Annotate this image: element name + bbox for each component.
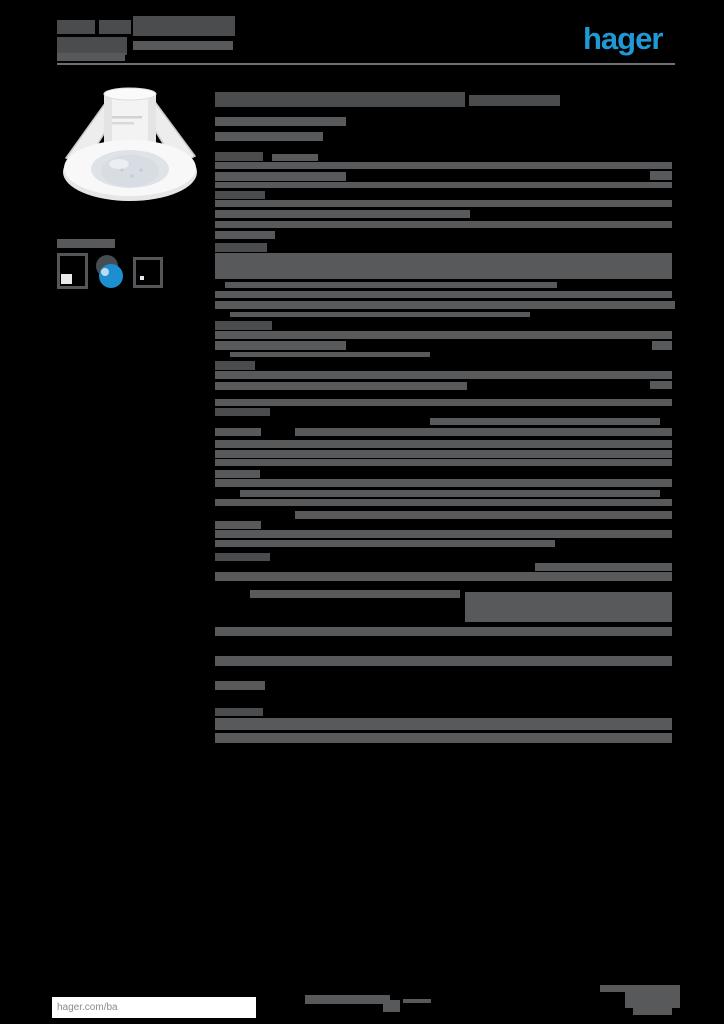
spec-row-bar — [215, 210, 470, 218]
header-line2-bold-bar — [57, 37, 127, 55]
spec-row-bar — [215, 450, 672, 458]
blue-sphere-icon — [96, 255, 123, 288]
product-title-tail-bar — [469, 95, 560, 106]
description-block-bar — [215, 718, 672, 730]
thumbnail-wiring-diagram — [133, 257, 163, 288]
spec-row-bar — [215, 440, 672, 448]
footer-url-box: hager.com/ba — [52, 997, 256, 1018]
spec-label-bar — [215, 681, 265, 690]
spec-row-bar — [295, 511, 672, 519]
spec-row-bar — [215, 162, 672, 169]
description-block-bar — [215, 733, 672, 743]
diagram-mark — [140, 276, 144, 280]
drawing-mark — [61, 274, 72, 284]
spec-row-bar — [240, 490, 660, 497]
header-ref-bar — [57, 20, 95, 34]
spec-label-bar — [215, 521, 261, 529]
spec-row-bar — [430, 418, 660, 425]
spec-row-bar — [215, 459, 672, 466]
spec-row-bar — [215, 200, 672, 207]
thumbnail-dimension-drawing — [57, 253, 88, 289]
spec-row-bar — [230, 312, 530, 317]
section-heading-bar — [215, 243, 267, 252]
header-product-name-bar — [133, 16, 235, 36]
footer-right-bar — [625, 992, 680, 1008]
spec-label-bar — [215, 152, 263, 161]
spec-row-bar — [230, 352, 430, 357]
spec-label-bar — [215, 428, 261, 436]
product-subtitle-bar — [215, 117, 346, 126]
footer-right-bar — [600, 985, 680, 992]
spec-row-bar — [215, 572, 672, 581]
pir-lens-dome — [101, 155, 159, 187]
spec-value-bar — [650, 381, 672, 389]
product-tagline-bar — [215, 132, 323, 141]
footer-signature-bar — [383, 1000, 400, 1012]
spec-text-bar — [272, 154, 318, 161]
product-photo — [58, 84, 203, 206]
spec-value-bar — [652, 341, 672, 350]
spec-row-bar — [215, 627, 672, 636]
spec-value-bar — [650, 171, 672, 180]
section-heading-bar — [215, 361, 255, 370]
spec-row-bar — [215, 331, 672, 339]
spec-label-bar — [215, 341, 346, 350]
spec-row-bar — [215, 371, 672, 379]
thumbnail-caption-bar — [57, 239, 115, 248]
header-ref-bar — [99, 20, 131, 34]
spec-label-bar — [215, 553, 270, 561]
spec-row-bar — [215, 382, 467, 390]
footer-site-link[interactable]: hager.com/ba — [57, 1002, 118, 1013]
spec-label-bar — [215, 470, 260, 478]
hager-logo: hager — [583, 21, 663, 56]
spec-row-bar — [215, 530, 672, 538]
spec-row-bar — [215, 656, 672, 666]
thumbnail-product-sphere — [94, 250, 126, 292]
spec-row-bar — [215, 291, 672, 298]
section-heading-bar — [215, 708, 263, 716]
spec-label-bar — [215, 191, 265, 199]
spec-row-bar — [215, 540, 555, 547]
product-title-bar — [215, 92, 465, 107]
footer-center-text-bar — [305, 995, 390, 1004]
spec-row-bar — [215, 182, 672, 188]
header-line2-text-bar — [133, 41, 233, 50]
spec-label-bar — [215, 408, 270, 416]
spec-label-bar — [215, 172, 346, 181]
spec-row-bar — [215, 399, 672, 406]
section-heading-bar — [215, 321, 272, 330]
spec-row-bar — [250, 590, 460, 598]
spec-row-bar — [295, 428, 672, 436]
footer-dash-bar — [403, 999, 431, 1003]
spec-row-bar — [215, 221, 672, 228]
spec-row-bar — [225, 282, 557, 288]
spec-value-block-bar — [465, 592, 672, 622]
spec-row-bar — [215, 301, 675, 309]
footer-right-bar — [633, 1008, 672, 1015]
ceiling-pir-detector-image — [63, 87, 197, 201]
header-line3-bar — [57, 53, 125, 61]
spec-label-bar — [215, 231, 275, 239]
description-block-bar — [215, 253, 672, 279]
header-rule — [57, 63, 675, 65]
spec-value-bar — [535, 563, 672, 571]
spec-row-bar — [215, 499, 672, 506]
spec-row-bar — [215, 479, 672, 487]
